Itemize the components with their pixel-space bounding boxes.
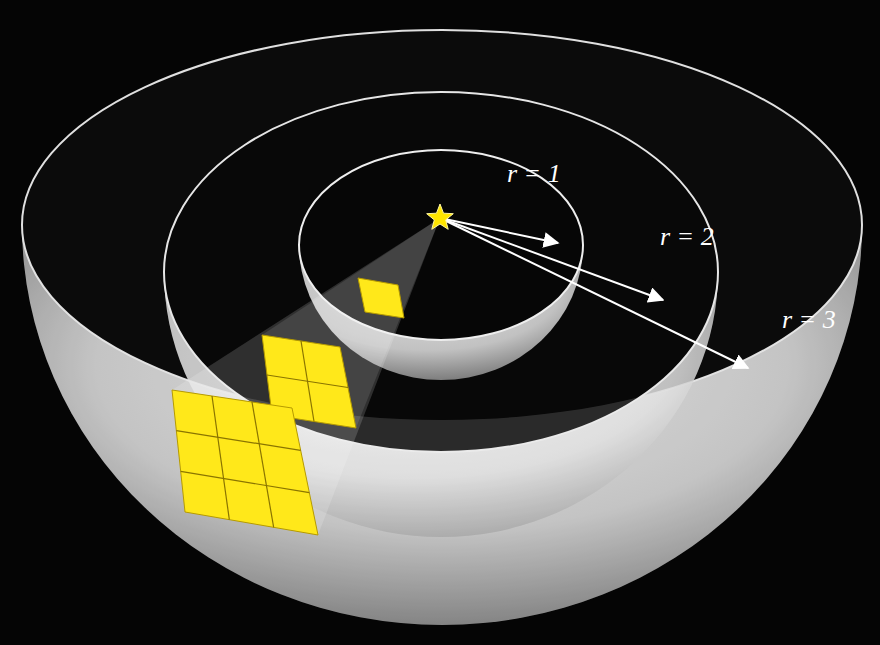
grid-line [181, 471, 310, 492]
grid-line [267, 375, 348, 388]
grid-line [176, 431, 300, 451]
radius-label: r = 3 [782, 306, 836, 335]
area-patch [358, 278, 404, 318]
outer-shell-rim [22, 30, 862, 420]
light-source-star [427, 204, 454, 229]
radius-arrow [440, 218, 663, 300]
radius-arrow [440, 218, 748, 368]
outer-front-wall [22, 225, 862, 625]
grid-line [252, 402, 274, 527]
light-cone [172, 218, 440, 535]
light-cone [262, 218, 440, 428]
area-patch [172, 390, 318, 535]
area-patches [172, 278, 404, 535]
radius-label: r = 1 [507, 160, 561, 189]
radius-label: r = 2 [660, 223, 714, 252]
grid-line [212, 396, 229, 520]
